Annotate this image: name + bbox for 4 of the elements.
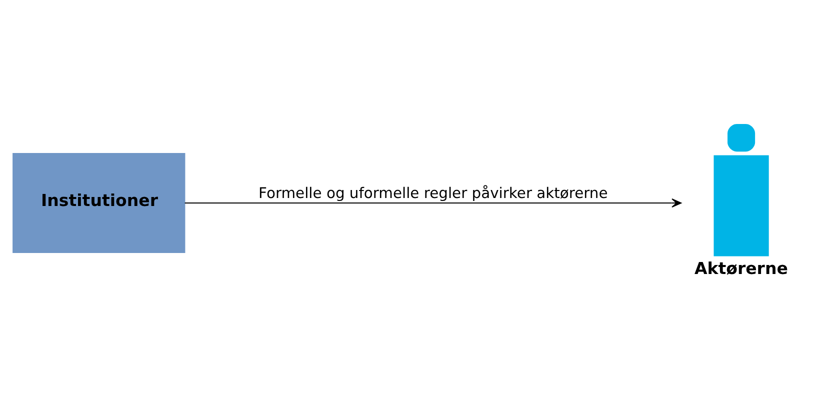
arrow (184, 198, 682, 208)
node-box: Institutioner (12, 152, 186, 253)
node-label: Aktørerne (694, 258, 788, 278)
edge-label: Formelle og uformelle regler påvirker aktørerne (258, 184, 608, 202)
